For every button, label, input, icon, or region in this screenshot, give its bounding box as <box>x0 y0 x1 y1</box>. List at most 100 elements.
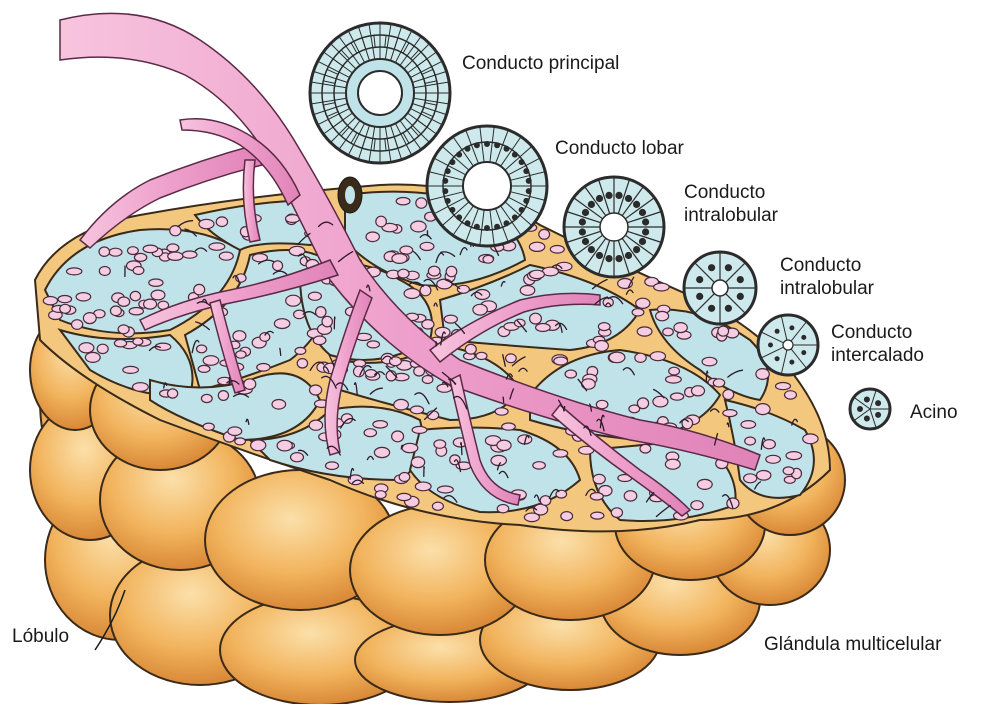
acinus <box>609 352 625 363</box>
cell-nucleus <box>802 351 806 355</box>
acinus <box>718 326 729 336</box>
label-conducto-lobar: Conducto lobar <box>555 137 684 160</box>
cell-nucleus <box>737 277 743 283</box>
acinus <box>199 219 214 228</box>
acinus <box>216 217 227 227</box>
acinus <box>530 313 542 324</box>
acinus <box>554 357 568 365</box>
acinus <box>656 311 669 320</box>
acinus <box>422 376 433 384</box>
acinus <box>110 306 121 316</box>
acinus <box>539 229 550 239</box>
acinus <box>444 315 457 323</box>
acinus <box>129 308 143 315</box>
acinus <box>697 479 712 489</box>
cell-nucleus <box>606 192 612 198</box>
acinus <box>109 248 122 256</box>
acinus <box>392 431 404 442</box>
acinus <box>465 344 476 354</box>
acinus <box>776 383 791 390</box>
cell-nucleus <box>524 169 529 174</box>
acinus <box>640 444 651 453</box>
acinus <box>497 505 509 513</box>
label-line: intralobular <box>684 204 778 227</box>
acinus <box>167 244 179 252</box>
acinus <box>72 320 83 330</box>
acinus <box>123 366 139 373</box>
cell-nucleus <box>876 412 881 417</box>
acinus <box>416 198 427 208</box>
acinus <box>295 347 306 354</box>
cell-nucleus <box>579 229 585 235</box>
acinus <box>666 376 682 383</box>
label-acino: Acino <box>910 401 958 424</box>
acinus <box>529 242 544 251</box>
cell-nucleus <box>697 293 703 299</box>
label-line: Conducto <box>831 321 924 344</box>
acinus <box>233 331 246 341</box>
cell-nucleus <box>864 416 869 421</box>
acinus <box>118 297 130 306</box>
acinus <box>170 226 181 236</box>
acinus <box>58 296 72 303</box>
acinus <box>79 343 94 353</box>
acinus <box>286 295 301 306</box>
cell-nucleus <box>583 239 589 245</box>
cell-nucleus <box>790 326 794 330</box>
acinus <box>565 370 576 378</box>
acinus <box>168 389 178 398</box>
acinus <box>665 459 680 469</box>
acinus <box>446 266 457 276</box>
acinus <box>251 440 266 451</box>
label-line: intercalado <box>831 344 924 367</box>
acinus <box>415 482 431 491</box>
cell-nucleus <box>709 305 715 311</box>
duct-twig <box>503 397 504 402</box>
cell-nucleus <box>634 201 640 207</box>
acinus <box>144 299 157 309</box>
cell-nucleus <box>495 224 500 229</box>
cell-nucleus <box>634 247 640 253</box>
cell-nucleus <box>643 229 649 235</box>
acinus <box>272 400 286 410</box>
acinus <box>420 285 431 296</box>
acinus <box>114 340 126 347</box>
acinus <box>637 398 648 409</box>
acinus <box>595 341 609 352</box>
cell-nucleus <box>626 253 632 259</box>
acinus <box>593 474 605 484</box>
acinus <box>168 252 183 260</box>
acinus <box>402 443 418 452</box>
acinus <box>785 391 797 399</box>
acinus <box>236 351 246 358</box>
acinus <box>491 455 506 465</box>
acinus <box>354 366 365 377</box>
acinus <box>133 267 144 275</box>
acinus <box>83 313 96 324</box>
cell-nucleus <box>606 256 612 262</box>
acinus <box>432 502 443 510</box>
acinus <box>803 434 818 444</box>
acinus <box>786 452 802 460</box>
cell-nucleus <box>583 210 589 216</box>
acinus <box>632 309 644 316</box>
acinus <box>506 354 517 363</box>
label-line: Conducto <box>684 181 778 204</box>
cell-nucleus <box>495 143 500 148</box>
acinus <box>291 453 304 462</box>
acinus <box>149 279 163 286</box>
cell-nucleus <box>858 407 863 412</box>
acinus <box>203 423 214 430</box>
cell-nucleus <box>445 169 450 174</box>
acinus <box>404 289 420 299</box>
cell-nucleus <box>640 210 646 216</box>
section-conducto-intercalado <box>758 315 818 375</box>
acinus <box>375 491 386 499</box>
acinus <box>218 391 228 401</box>
acinus <box>635 353 646 362</box>
acinus <box>194 284 205 294</box>
acinus <box>274 319 289 329</box>
acinus <box>483 255 493 263</box>
cell-nucleus <box>626 196 632 202</box>
duct-section-small-lumen <box>345 186 355 204</box>
